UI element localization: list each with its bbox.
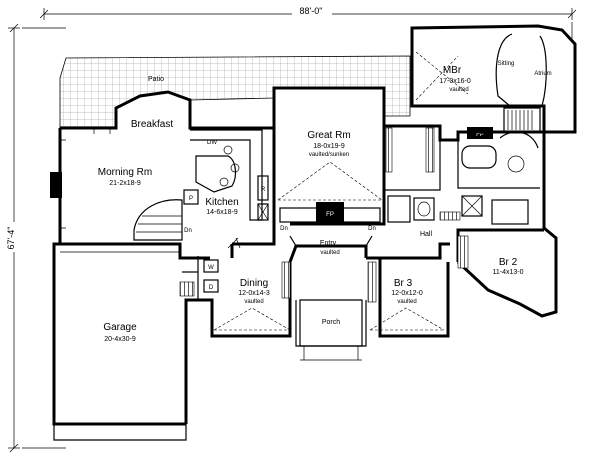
dining-size: 12-0x14-3 [238,290,270,297]
dryer-label: D [209,285,214,291]
width-dimension: 88'-0" [39,6,577,20]
breakfast-label: Breakfast [131,119,173,130]
entry-label: Entry [320,240,337,247]
dishwasher-label: DW [207,140,217,146]
porch-label: Porch [322,319,340,326]
master-bedroom-label: MBr [443,65,462,76]
stair-down-great-right: Dn [368,226,376,232]
master-tub [461,145,497,169]
width-dimension-label: 88'-0" [300,6,323,16]
patio-area [59,55,411,129]
sitting-label: Sitting [498,61,515,67]
master-bedroom-size: 17-0x16-0 [439,78,471,85]
stair-down-great-left: Dn [280,226,288,232]
dining-label: Dining [240,278,268,289]
patio-label: Patio [148,76,164,83]
entry-note: vaulted [320,250,339,256]
depth-dimension: 67'-4" [6,23,20,453]
washer-label: W [208,265,214,271]
atrium-label: Atrium [534,71,551,77]
garage-label: Garage [103,322,137,333]
kitchen-island [195,155,237,193]
garage-size: 20-4x30-9 [104,336,136,343]
kitchen-counters [190,129,263,221]
great-room-fireplace [316,202,344,222]
bedroom-2-label: Br 2 [499,257,518,268]
kitchen-stair [133,199,183,241]
master-fireplace-label: FP [476,132,484,138]
great-room-note: vaulted/sunken [309,152,349,158]
bedroom-3-note: vaulted [397,299,416,305]
great-room-fireplace-label: FP [326,212,334,218]
kitchen-label: Kitchen [205,197,238,208]
morning-room-size: 21-2x18-9 [109,180,141,187]
bedroom-3-label: Br 3 [394,278,413,289]
porch-outline [299,299,363,347]
stair-down-kitchen: Dn [184,228,192,234]
master-bedroom-note: vaulted [449,87,468,93]
hall-label: Hall [420,231,433,238]
depth-dimension-label: 67'-4" [6,227,16,250]
morning-fireplace [50,172,62,198]
morning-room-label: Morning Rm [98,167,152,178]
great-room-label: Great Rm [307,130,350,141]
pantry [183,189,199,205]
bedroom-2-size: 11-4x13-0 [492,269,523,276]
dining-note: vaulted [244,299,263,305]
bedroom-3-size: 12-0x12-0 [391,290,423,297]
pantry-label: P [189,196,193,202]
kitchen-size: 14-6x18-9 [206,209,238,216]
refrigerator-label: R [261,187,266,193]
great-room-size: 18-0x19-9 [313,143,345,150]
master-bedroom-walls [410,24,577,134]
